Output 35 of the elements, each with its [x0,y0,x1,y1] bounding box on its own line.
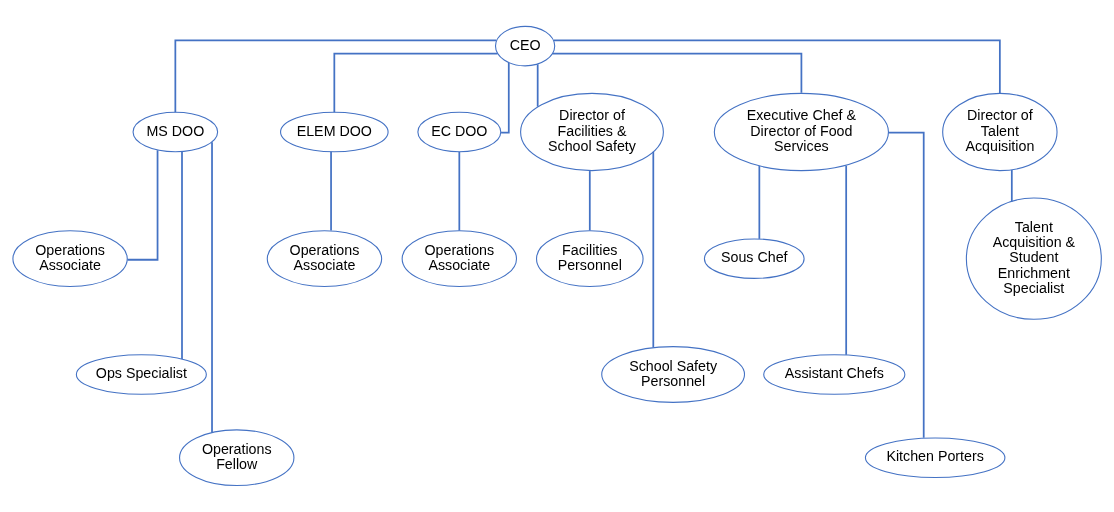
node-ellipse: MS DOO [132,111,219,153]
connector [551,52,803,94]
connector [652,151,655,349]
connector [552,39,1001,95]
connector [174,39,498,114]
connector [588,170,591,232]
node-ellipse: Talent Acquisition & Student Enrichment Specialist [965,197,1102,320]
node-ellipse: ELEM DOO [280,111,389,153]
connector [458,150,461,232]
node-ellipse: Director of Facilities & School Safety [520,92,664,172]
node-ellipse: CEO [494,25,556,67]
connector [330,150,332,232]
connector [500,61,510,134]
connector [126,149,159,261]
node-ellipse: Director of Talent Acquisition [942,92,1058,172]
node-ellipse: Executive Chef & Director of Food Services [713,92,889,172]
node-ellipse: Assistant Chefs [763,354,906,395]
connector [536,63,539,108]
node-ellipse: Facilities Personnel [536,230,644,288]
node-ellipse: School Safety Personnel [601,346,746,403]
connector [1010,169,1013,203]
connector [887,131,925,439]
node-ellipse: Operations Fellow [179,429,295,487]
node-ellipse: EC DOO [417,111,502,153]
node-ellipse: Operations Associate [401,230,518,288]
connector [333,52,499,114]
connector [211,141,213,434]
node-ellipse: Operations Associate [12,230,128,288]
connector [758,165,761,240]
connector [181,151,183,360]
connector [845,164,848,356]
node-ellipse: Ops Specialist [75,354,207,395]
node-ellipse: Operations Associate [266,230,383,288]
node-ellipse: Sous Chef [703,238,805,279]
node-ellipse: Kitchen Porters [864,437,1006,478]
